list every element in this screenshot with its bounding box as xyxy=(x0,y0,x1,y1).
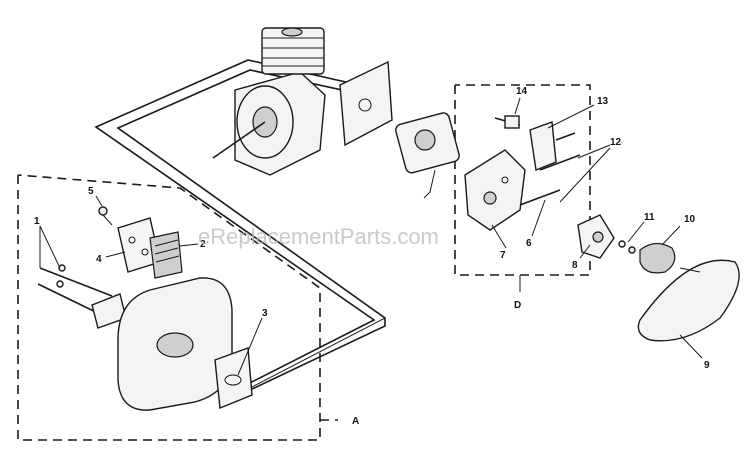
callout-10: 10 xyxy=(684,214,696,225)
leader-1 xyxy=(39,225,61,269)
group-label-a: A xyxy=(352,416,359,427)
part-12-linkage xyxy=(539,154,581,171)
leader-9 xyxy=(679,334,703,359)
group-d-boundary xyxy=(454,84,591,276)
part-11-screws xyxy=(618,240,636,254)
engine-block xyxy=(234,27,326,176)
callout-11: 11 xyxy=(644,212,655,223)
part-6-linkage xyxy=(519,189,561,206)
part-10-filter-element xyxy=(639,242,676,274)
callout-12: 12 xyxy=(610,137,622,148)
callout-4: 4 xyxy=(96,254,102,265)
leader-10 xyxy=(661,225,681,246)
gasket-plate xyxy=(339,60,393,147)
leader-3 xyxy=(237,317,263,376)
callout-6: 6 xyxy=(526,238,532,249)
part-5-screw xyxy=(98,206,113,226)
callout-3: 3 xyxy=(262,308,268,319)
crankshaft xyxy=(212,121,266,159)
leader-11 xyxy=(627,221,645,243)
callout-5: 5 xyxy=(88,186,94,197)
leader-14 xyxy=(514,97,521,115)
leader-5 xyxy=(95,195,103,207)
leader-6 xyxy=(531,199,546,237)
part-14-screw xyxy=(494,115,521,129)
part-7-cover-plate xyxy=(464,149,526,231)
callout-1: 1 xyxy=(34,216,40,227)
leader-7 xyxy=(491,224,507,249)
leader-12 xyxy=(559,144,611,203)
callout-8: 8 xyxy=(572,260,578,271)
callout-2: 2 xyxy=(200,239,206,250)
leader-8 xyxy=(579,244,591,259)
leader-2 xyxy=(179,243,199,247)
assembly-outline-inner xyxy=(117,69,386,389)
callout-7: 7 xyxy=(500,250,506,261)
group-label-d: D xyxy=(514,300,521,311)
part-13-bracket xyxy=(529,121,576,171)
leader-4 xyxy=(105,251,126,258)
watermark-text: eReplacementParts.com xyxy=(198,224,439,249)
group-a-boundary xyxy=(17,174,321,441)
part-9-filter-cover xyxy=(637,259,740,342)
callout-14: 14 xyxy=(516,86,528,97)
part-2-spark-screen xyxy=(149,231,183,279)
carburetor xyxy=(395,112,460,199)
callout-9: 9 xyxy=(704,360,710,371)
leader-13 xyxy=(547,104,595,129)
callout-13: 13 xyxy=(597,96,609,107)
